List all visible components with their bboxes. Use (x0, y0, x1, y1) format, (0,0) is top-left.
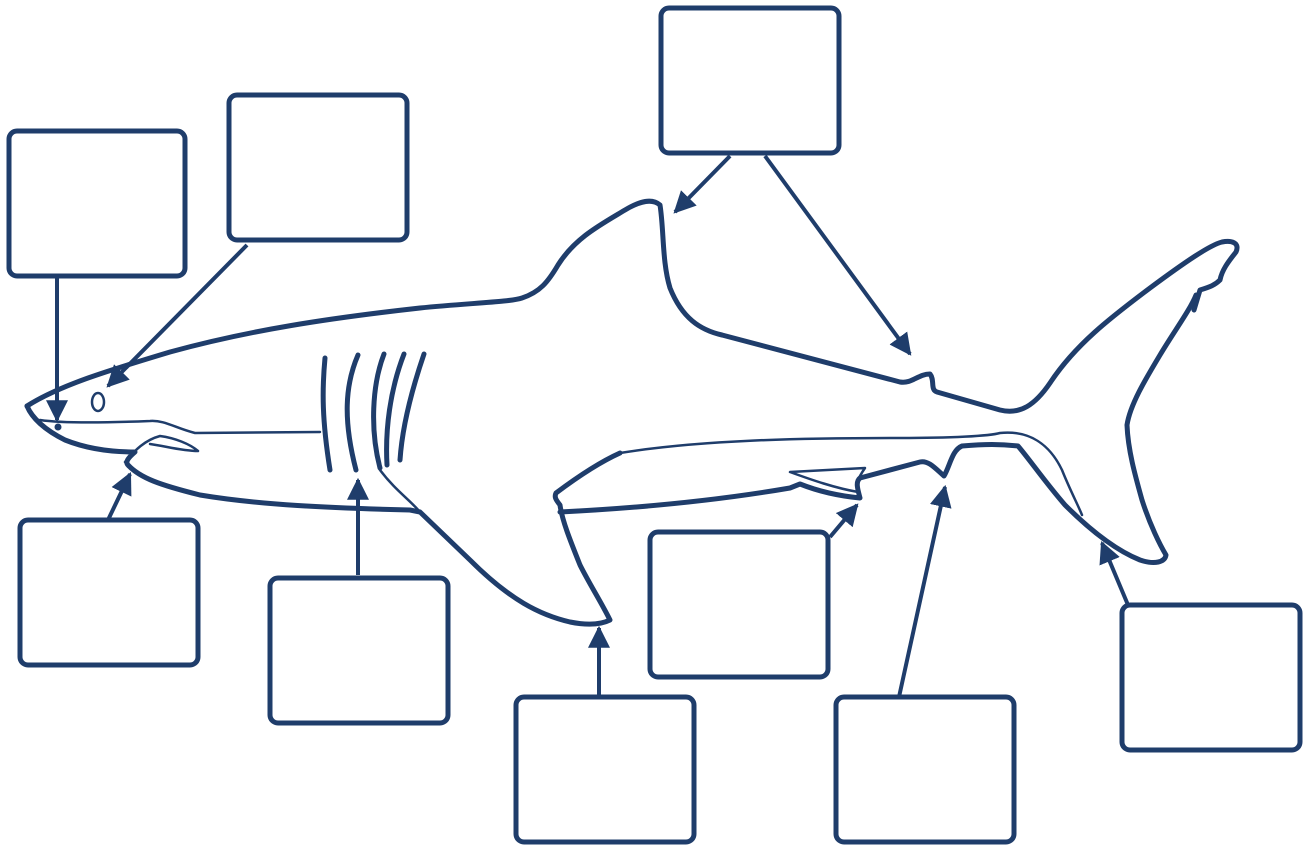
gill-slit-5 (400, 354, 424, 460)
gill-slit-3 (374, 354, 384, 468)
shark-dorsal-outline (27, 201, 1237, 411)
label-box-nostril[interactable] (9, 131, 185, 276)
label-box-dorsal-fins[interactable] (661, 8, 839, 153)
gill-slit-2 (347, 355, 358, 470)
pectoral-fin-edge (380, 470, 420, 512)
label-box-pelvic-fin[interactable] (650, 532, 828, 677)
leader-lines (57, 156, 1128, 697)
leader-anal-fin (899, 487, 945, 697)
leader-mouth (108, 474, 130, 520)
label-boxes (9, 8, 1300, 842)
label-box-gill-slits[interactable] (270, 578, 448, 723)
shark-drawing (27, 201, 1237, 624)
shark-eye (92, 393, 104, 411)
label-box-mouth[interactable] (20, 520, 198, 665)
label-box-pectoral-fin[interactable] (516, 697, 694, 842)
leader-pelvic-fin (830, 505, 857, 537)
shark-pelvic-fin-detail (790, 468, 865, 492)
leader-second-dorsal (765, 156, 910, 354)
shark-belly-lower (560, 295, 1196, 562)
label-box-caudal-fin[interactable] (1122, 605, 1300, 750)
shark-nostril (55, 424, 62, 431)
shark-mouth-line (40, 420, 320, 433)
shark-jaw-corner (125, 436, 198, 462)
leader-first-dorsal (675, 156, 730, 212)
label-box-eye[interactable] (229, 95, 407, 240)
gill-slit-1 (323, 358, 330, 470)
label-box-anal-fin[interactable] (836, 697, 1014, 842)
